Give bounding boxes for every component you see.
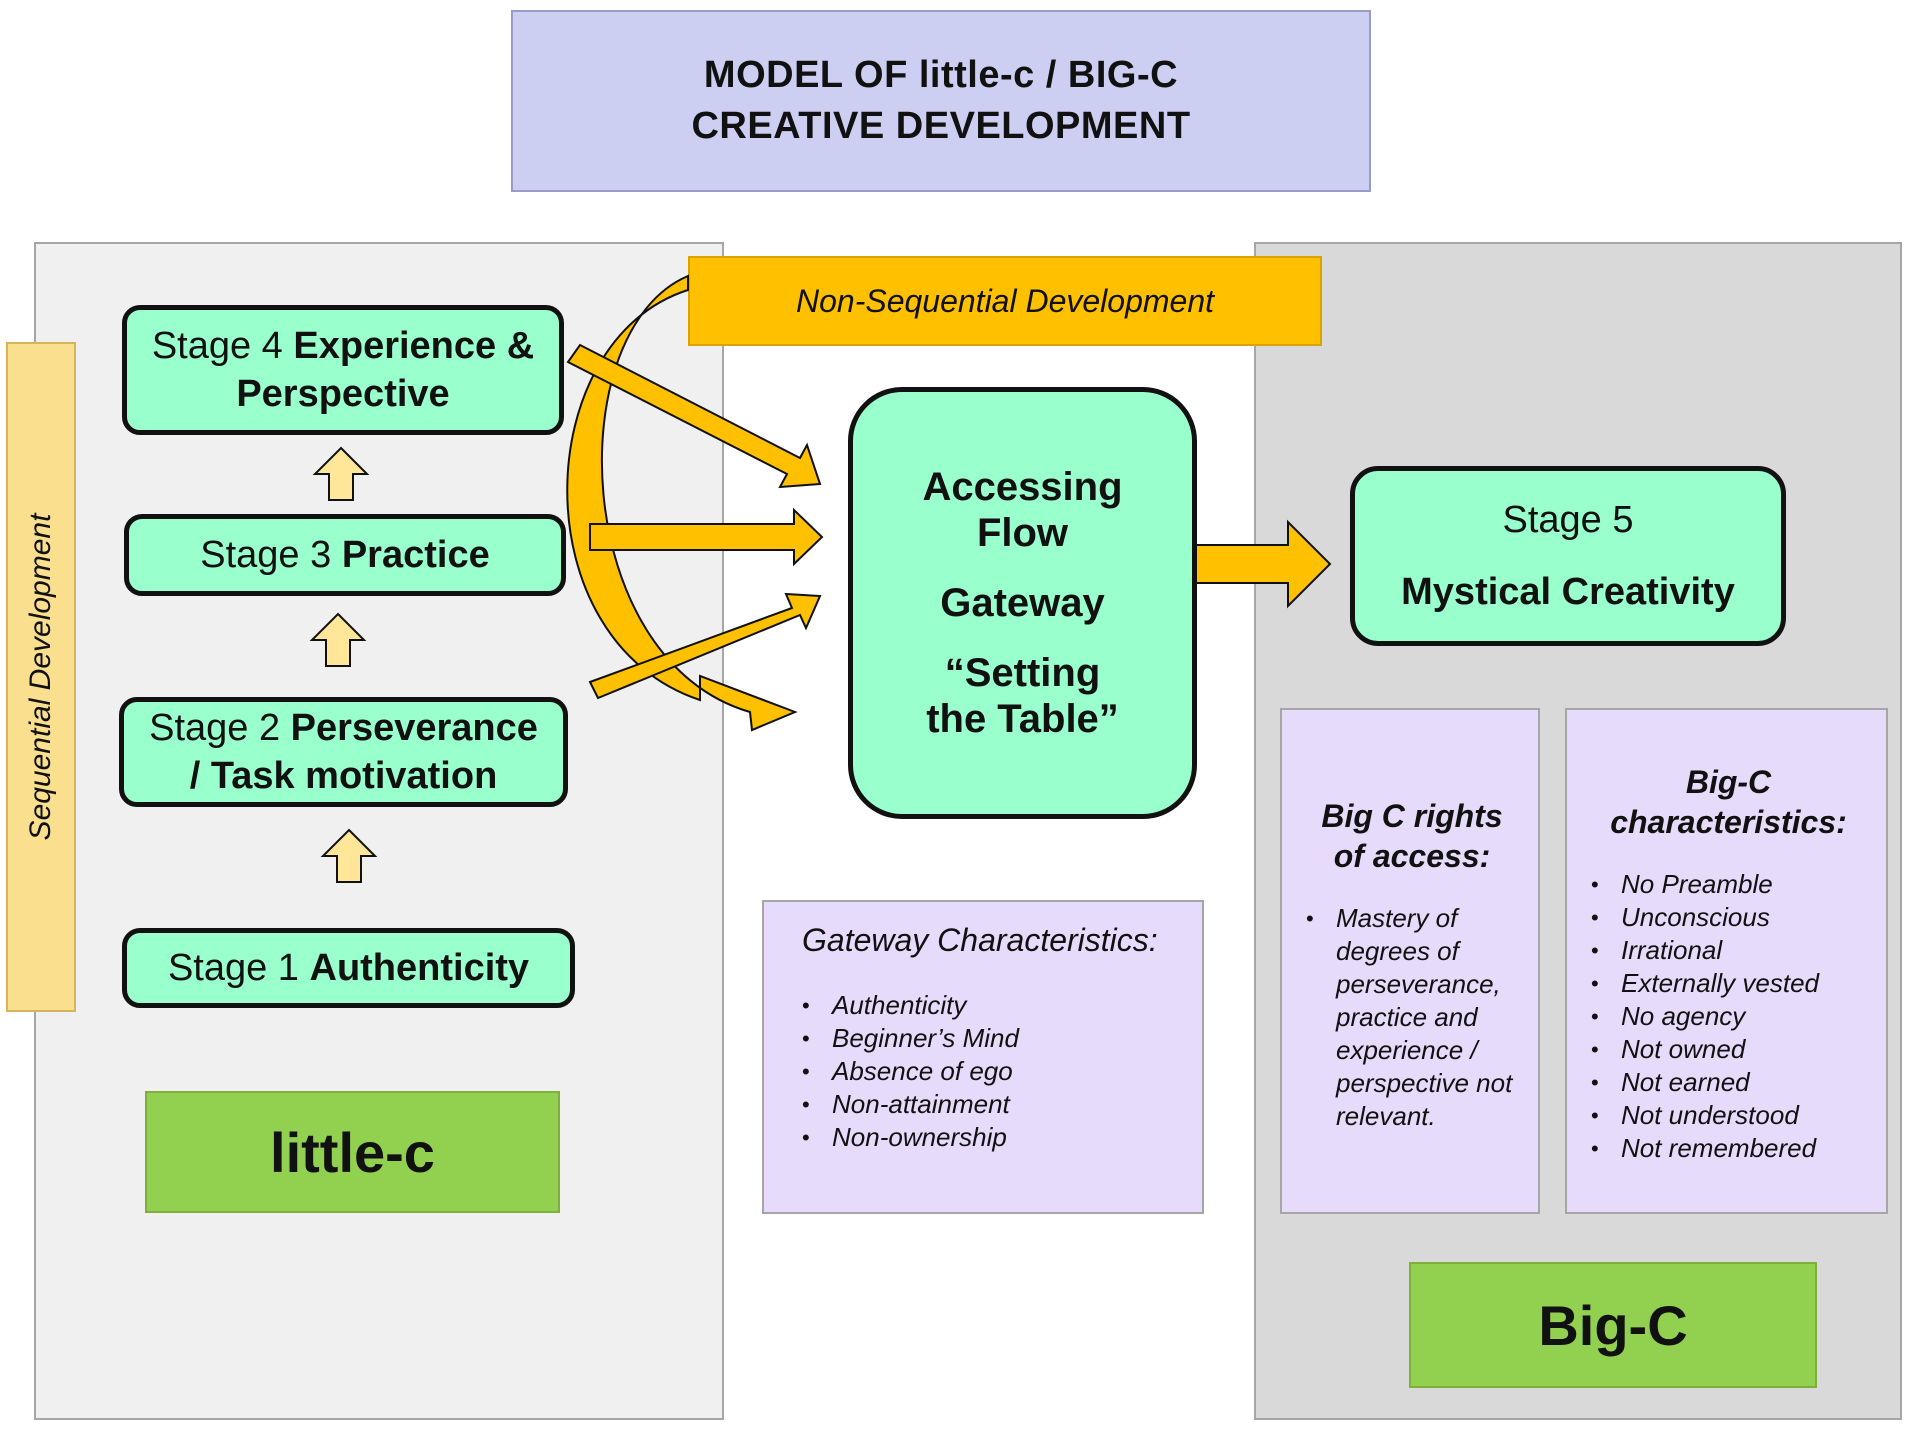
list-item: Mastery of degrees of perseverance, prac… bbox=[1296, 902, 1528, 1133]
diagram-title: MODEL OF little-c / BIG-C CREATIVE DEVEL… bbox=[511, 10, 1371, 192]
arrow-stage3-to-gateway bbox=[589, 507, 824, 567]
up-arrow-stage3-to-stage4 bbox=[312, 446, 370, 501]
stage-3-prefix: Stage 3 bbox=[200, 534, 342, 576]
gateway-characteristics-box: Gateway Characteristics: Authenticity Be… bbox=[762, 900, 1204, 1214]
arrow-stage2-to-gateway bbox=[588, 592, 822, 700]
gateway-line-1: Accessing bbox=[922, 465, 1123, 509]
big-c-label: Big-C bbox=[1409, 1262, 1817, 1388]
stage-4-title-1: Experience & bbox=[293, 325, 535, 367]
stage-1-box: Stage 1 Authenticity bbox=[122, 928, 575, 1008]
stage-4-prefix: Stage 4 bbox=[151, 325, 294, 367]
big-c-characteristics-list: No Preamble Unconscious Irrational Exter… bbox=[1581, 868, 1876, 1165]
title-line-1: MODEL OF little-c / BIG-C bbox=[703, 54, 1179, 96]
gateway-line-3: Gateway bbox=[940, 581, 1105, 625]
arrow-stage4-to-gateway bbox=[566, 343, 822, 489]
list-item: Not remembered bbox=[1581, 1132, 1876, 1165]
gateway-line-4: “Setting bbox=[944, 651, 1101, 695]
list-item: Not understood bbox=[1581, 1099, 1876, 1132]
little-c-panel bbox=[34, 242, 724, 1420]
list-item: Irrational bbox=[1581, 934, 1876, 967]
list-item: Not owned bbox=[1581, 1033, 1876, 1066]
non-sequential-development-bar: Non-Sequential Development bbox=[688, 256, 1322, 346]
stage-2-title-2: / Task motivation bbox=[189, 755, 498, 797]
stage-5-line-2: Mystical Creativity bbox=[1401, 571, 1735, 613]
gateway-line-5: the Table” bbox=[926, 697, 1119, 741]
list-item: Beginner’s Mind bbox=[792, 1022, 1182, 1055]
list-item: Unconscious bbox=[1581, 901, 1876, 934]
sequential-development-bar: Sequential Development bbox=[6, 342, 76, 1012]
big-c-characteristics-box: Big-C characteristics: No Preamble Uncon… bbox=[1565, 708, 1888, 1214]
stage-5-line-1: Stage 5 bbox=[1502, 499, 1634, 541]
big-c-characteristics-heading-1: Big-C bbox=[1685, 764, 1772, 800]
stage-1-title: Authenticity bbox=[309, 947, 530, 989]
title-line-2: CREATIVE DEVELOPMENT bbox=[691, 105, 1191, 147]
big-c-rights-list: Mastery of degrees of perseverance, prac… bbox=[1296, 902, 1528, 1133]
stage-1-prefix: Stage 1 bbox=[167, 947, 310, 989]
big-c-rights-heading-2: of access: bbox=[1333, 838, 1491, 874]
stage-3-title: Practice bbox=[341, 534, 490, 576]
up-arrow-stage1-to-stage2 bbox=[320, 828, 378, 883]
list-item: Authenticity bbox=[792, 989, 1182, 1022]
gateway-line-2: Flow bbox=[976, 511, 1069, 555]
big-c-rights-box: Big C rights of access: Mastery of degre… bbox=[1280, 708, 1540, 1214]
stage-2-prefix: Stage 2 bbox=[149, 707, 291, 749]
gateway-characteristics-list: Authenticity Beginner’s Mind Absence of … bbox=[792, 989, 1182, 1154]
gateway-characteristics-heading: Gateway Characteristics: bbox=[802, 922, 1158, 958]
stage-3-box: Stage 3 Practice bbox=[124, 514, 566, 596]
list-item: Non-attainment bbox=[792, 1088, 1182, 1121]
stage-4-title-2: Perspective bbox=[236, 373, 450, 415]
list-item: Non-ownership bbox=[792, 1121, 1182, 1154]
list-item: Not earned bbox=[1581, 1066, 1876, 1099]
up-arrow-stage2-to-stage3 bbox=[309, 612, 367, 667]
list-item: No agency bbox=[1581, 1000, 1876, 1033]
list-item: Externally vested bbox=[1581, 967, 1876, 1000]
stage-4-box: Stage 4 Experience & Perspective bbox=[122, 305, 564, 435]
non-sequential-development-label: Non-Sequential Development bbox=[795, 282, 1215, 319]
stage-5-box: Stage 5 Mystical Creativity bbox=[1350, 466, 1786, 646]
big-c-rights-heading-1: Big C rights bbox=[1321, 798, 1503, 834]
non-sequential-curved-arrow bbox=[566, 274, 798, 732]
list-item: Absence of ego bbox=[792, 1055, 1182, 1088]
list-item: No Preamble bbox=[1581, 868, 1876, 901]
stage-2-title-1: Perseverance bbox=[290, 707, 538, 749]
flow-gateway-box: Accessing Flow Gateway “Setting the Tabl… bbox=[848, 387, 1197, 819]
little-c-label: little-c bbox=[145, 1091, 560, 1213]
big-c-characteristics-heading-2: characteristics: bbox=[1610, 804, 1847, 840]
stage-2-box: Stage 2 Perseverance / Task motivation bbox=[119, 697, 568, 807]
